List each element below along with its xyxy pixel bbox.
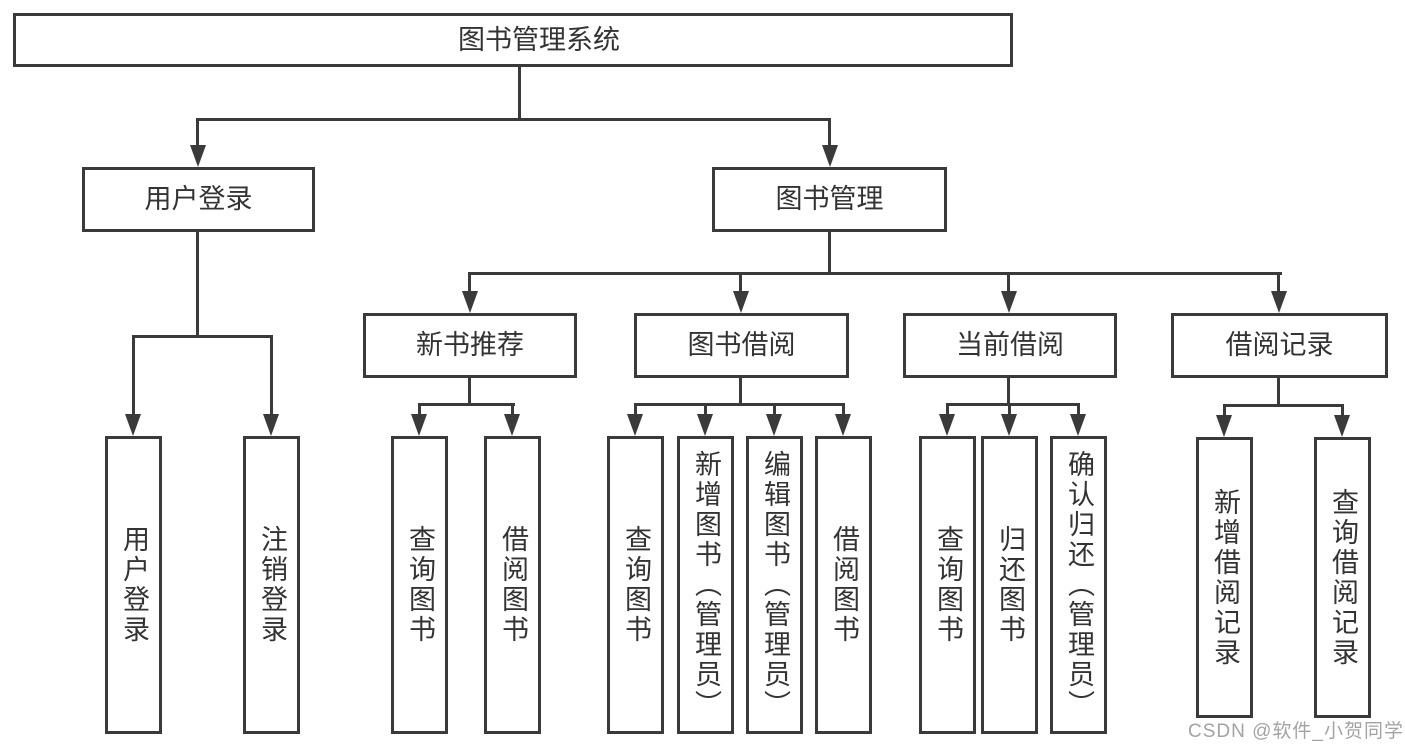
connector-line bbox=[828, 232, 831, 272]
arrow-down-icon bbox=[1001, 291, 1017, 313]
leaf-label: 归还图书 bbox=[995, 525, 1025, 645]
connector-line bbox=[418, 406, 421, 414]
connector-line bbox=[1277, 275, 1280, 291]
connector-line bbox=[1008, 406, 1011, 414]
connector-line bbox=[773, 406, 776, 414]
leaf-logout: 注销登录 bbox=[243, 436, 300, 734]
arrow-down-icon bbox=[627, 414, 643, 436]
leaf-add-borrow-record: 新增借阅记录 bbox=[1196, 437, 1253, 718]
leaf-label: 编辑图书（管理员） bbox=[760, 450, 790, 720]
connector-line bbox=[739, 378, 742, 403]
arrow-down-icon bbox=[733, 291, 749, 313]
connector-line bbox=[739, 275, 742, 291]
connector-line bbox=[1341, 407, 1344, 415]
leaf-label: 新增图书（管理员） bbox=[691, 450, 721, 720]
arrow-down-icon bbox=[1001, 414, 1017, 436]
connector-line bbox=[634, 406, 637, 414]
leaf-confirm-return-admin: 确认归还（管理员） bbox=[1050, 436, 1107, 734]
connector-line bbox=[468, 275, 471, 291]
arrow-down-icon bbox=[697, 414, 713, 436]
connector-line bbox=[1077, 406, 1080, 414]
arrow-down-icon bbox=[939, 414, 955, 436]
connector-line bbox=[1277, 378, 1280, 404]
leaf-query-borrow-record: 查询借阅记录 bbox=[1314, 437, 1371, 718]
leaf-borrow-books-borrowing: 借阅图书 bbox=[815, 436, 872, 734]
connector-line bbox=[196, 232, 199, 335]
leaf-label: 查询借阅记录 bbox=[1328, 487, 1358, 668]
node-label: 当前借阅 bbox=[956, 330, 1064, 360]
arrow-down-icon bbox=[462, 291, 478, 313]
leaf-label: 新增借阅记录 bbox=[1210, 487, 1240, 668]
connector-line bbox=[468, 378, 471, 403]
leaf-query-books-recommend: 查询图书 bbox=[391, 436, 448, 734]
leaf-edit-book-admin: 编辑图书（管理员） bbox=[746, 436, 803, 734]
connector-line bbox=[704, 406, 707, 414]
connector-line bbox=[468, 272, 1282, 275]
leaf-query-books-borrowing: 查询图书 bbox=[607, 436, 664, 734]
node-book-management: 图书管理 bbox=[712, 167, 947, 232]
arrow-down-icon bbox=[1070, 414, 1086, 436]
node-new-book-recommend: 新书推荐 bbox=[363, 313, 577, 378]
connector-line bbox=[196, 118, 199, 145]
connector-line bbox=[518, 67, 521, 118]
connector-line bbox=[946, 406, 949, 414]
leaf-label: 查询图书 bbox=[933, 525, 963, 645]
arrow-down-icon bbox=[504, 414, 520, 436]
leaf-label: 用户登录 bbox=[119, 525, 149, 645]
node-label: 图书管理系统 bbox=[458, 24, 620, 55]
node-user-login: 用户登录 bbox=[82, 167, 315, 232]
connector-line bbox=[1223, 404, 1344, 407]
leaf-user-login: 用户登录 bbox=[105, 436, 162, 734]
connector-line bbox=[418, 403, 515, 406]
leaf-label: 借阅图书 bbox=[829, 525, 859, 645]
node-label: 借阅记录 bbox=[1225, 330, 1334, 360]
arrow-down-icon bbox=[835, 414, 851, 436]
arrow-down-icon bbox=[125, 414, 141, 436]
connector-line bbox=[1007, 275, 1010, 291]
connector-line bbox=[270, 338, 273, 414]
arrow-down-icon bbox=[1216, 415, 1232, 437]
arrow-down-icon bbox=[411, 414, 427, 436]
arrow-down-icon bbox=[1271, 291, 1287, 313]
node-current-borrowing: 当前借阅 bbox=[903, 313, 1117, 378]
connector-line bbox=[946, 403, 1080, 406]
connector-line bbox=[132, 338, 135, 414]
leaf-query-books-current: 查询图书 bbox=[919, 436, 976, 734]
leaf-return-books: 归还图书 bbox=[981, 436, 1038, 734]
leaf-label: 借阅图书 bbox=[498, 525, 528, 645]
leaf-borrow-books-recommend: 借阅图书 bbox=[484, 436, 541, 734]
connector-line bbox=[511, 406, 514, 414]
arrow-down-icon bbox=[766, 414, 782, 436]
connector-line bbox=[1223, 407, 1226, 415]
node-label: 新书推荐 bbox=[416, 330, 524, 360]
connector-line bbox=[828, 118, 831, 145]
arrow-down-icon bbox=[263, 414, 279, 436]
leaf-add-book-admin: 新增图书（管理员） bbox=[677, 436, 734, 734]
watermark: CSDN @软件_小贺同学 bbox=[1188, 721, 1404, 742]
connector-line bbox=[842, 406, 845, 414]
node-borrowing-records: 借阅记录 bbox=[1171, 313, 1388, 378]
node-label: 图书借阅 bbox=[687, 330, 796, 360]
connector-line bbox=[1007, 378, 1010, 403]
arrow-down-icon bbox=[1334, 415, 1350, 437]
leaf-label: 查询图书 bbox=[621, 525, 651, 645]
connector-line bbox=[196, 118, 831, 121]
node-library-management-system: 图书管理系统 bbox=[13, 13, 1013, 67]
leaf-label: 查询图书 bbox=[405, 525, 435, 645]
arrow-down-icon bbox=[822, 145, 838, 167]
node-label: 图书管理 bbox=[775, 184, 884, 214]
leaf-label: 确认归还（管理员） bbox=[1064, 450, 1094, 720]
connector-line bbox=[132, 335, 273, 338]
connector-line bbox=[634, 403, 845, 406]
leaf-label: 注销登录 bbox=[257, 525, 287, 645]
arrow-down-icon bbox=[190, 145, 206, 167]
node-label: 用户登录 bbox=[144, 184, 253, 214]
node-book-borrowing: 图书借阅 bbox=[634, 313, 849, 378]
